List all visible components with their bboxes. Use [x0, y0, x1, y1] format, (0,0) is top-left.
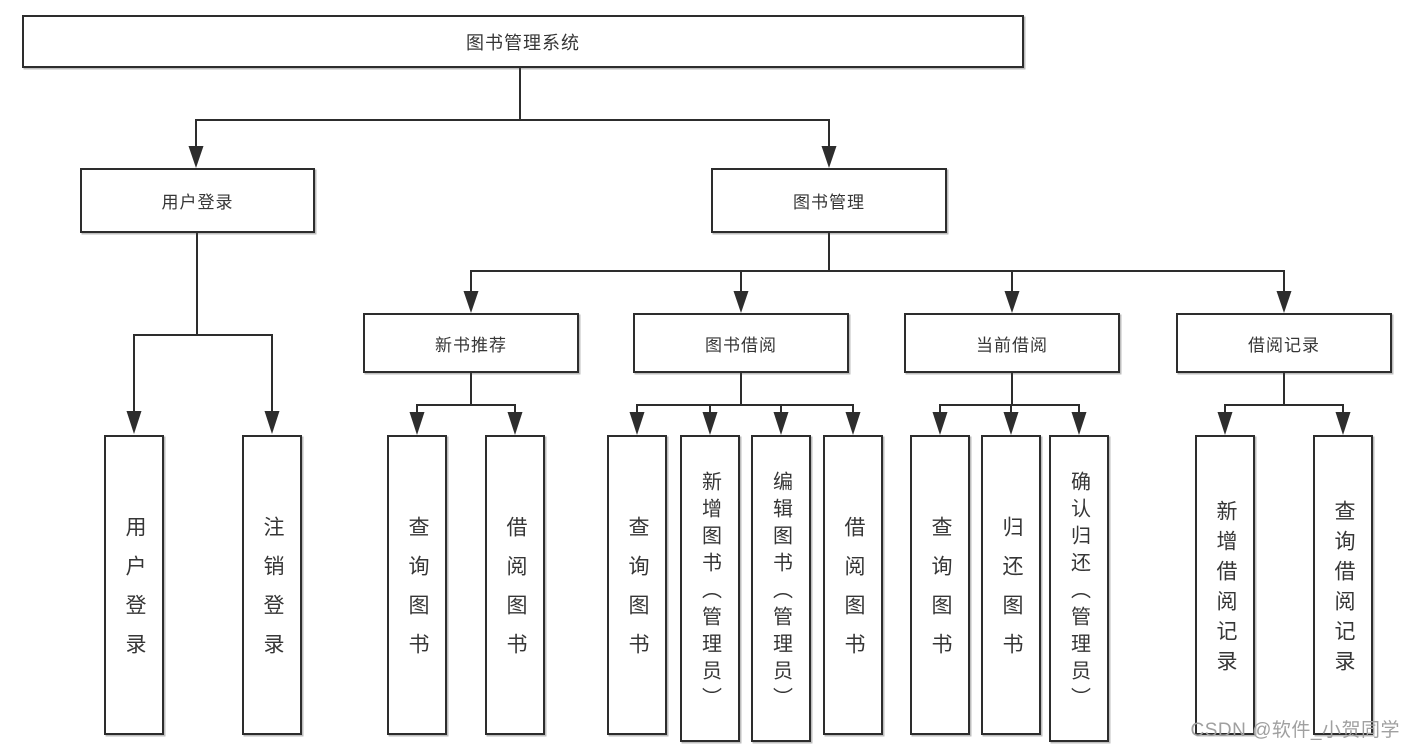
connector-book-borrow-children [629, 373, 861, 435]
node-current-borrow: 当前借阅 [904, 313, 1120, 373]
leaf-query-books-recommend: 查询图书 [387, 435, 447, 735]
node-book-management: 图书管理 [711, 168, 947, 233]
connector-book-management-children [463, 233, 1292, 313]
leaf-query-books-current: 查询图书 [910, 435, 970, 735]
node-new-book-recommend: 新书推荐 [363, 313, 579, 373]
leaf-add-book-admin: 新增图书（管理员） [680, 435, 740, 742]
leaf-borrow-books-borrow: 借阅图书 [823, 435, 883, 735]
node-new-book-recommend-label: 新书推荐 [435, 335, 507, 355]
leaf-return-book-label: 归还图书 [1000, 516, 1023, 672]
leaf-query-books-borrow-label: 查询图书 [626, 516, 649, 672]
node-current-borrow-label: 当前借阅 [976, 335, 1048, 355]
leaf-add-book-admin-label: 新增图书（管理员） [698, 470, 721, 714]
leaf-logout: 注销登录 [242, 435, 302, 735]
leaf-confirm-return-admin: 确认归还（管理员） [1049, 435, 1109, 742]
leaf-edit-book-admin: 编辑图书（管理员） [751, 435, 811, 742]
leaf-return-book: 归还图书 [981, 435, 1041, 735]
leaf-query-books-current-label: 查询图书 [929, 516, 952, 672]
leaf-borrow-books-recommend-label: 借阅图书 [504, 516, 527, 672]
node-user-login: 用户登录 [80, 168, 315, 233]
node-book-borrow: 图书借阅 [633, 313, 849, 373]
node-book-management-label: 图书管理 [793, 193, 865, 212]
node-book-borrow-label: 图书借阅 [705, 335, 777, 355]
leaf-add-borrow-record: 新增借阅记录 [1195, 435, 1255, 735]
connector-user-login-children [126, 233, 280, 434]
leaf-user-login: 用户登录 [104, 435, 164, 735]
leaf-query-borrow-record-label: 查询借阅记录 [1332, 499, 1355, 680]
connector-root-to-level2 [188, 68, 837, 168]
leaf-query-books-borrow: 查询图书 [607, 435, 667, 735]
node-user-login-label: 用户登录 [161, 193, 234, 212]
csdn-watermark: CSDN @软件_小贺同学 [1190, 720, 1400, 741]
leaf-edit-book-admin-label: 编辑图书（管理员） [769, 470, 792, 714]
leaf-query-books-recommend-label: 查询图书 [406, 516, 429, 672]
leaf-user-login-label: 用户登录 [123, 516, 146, 672]
leaf-borrow-books-borrow-label: 借阅图书 [842, 516, 865, 672]
connector-new-book-recommend-children [409, 373, 523, 435]
leaf-logout-label: 注销登录 [261, 516, 284, 672]
connector-current-borrow-children [932, 373, 1087, 435]
node-borrow-records: 借阅记录 [1176, 313, 1392, 373]
leaf-confirm-return-admin-label: 确认归还（管理员） [1067, 470, 1090, 714]
node-library-system-label: 图书管理系统 [466, 32, 580, 53]
leaf-borrow-books-recommend: 借阅图书 [485, 435, 545, 735]
connector-borrow-records-children [1217, 373, 1351, 435]
leaf-query-borrow-record: 查询借阅记录 [1313, 435, 1373, 735]
node-library-system: 图书管理系统 [22, 15, 1024, 68]
node-borrow-records-label: 借阅记录 [1248, 335, 1320, 355]
leaf-add-borrow-record-label: 新增借阅记录 [1214, 499, 1237, 680]
